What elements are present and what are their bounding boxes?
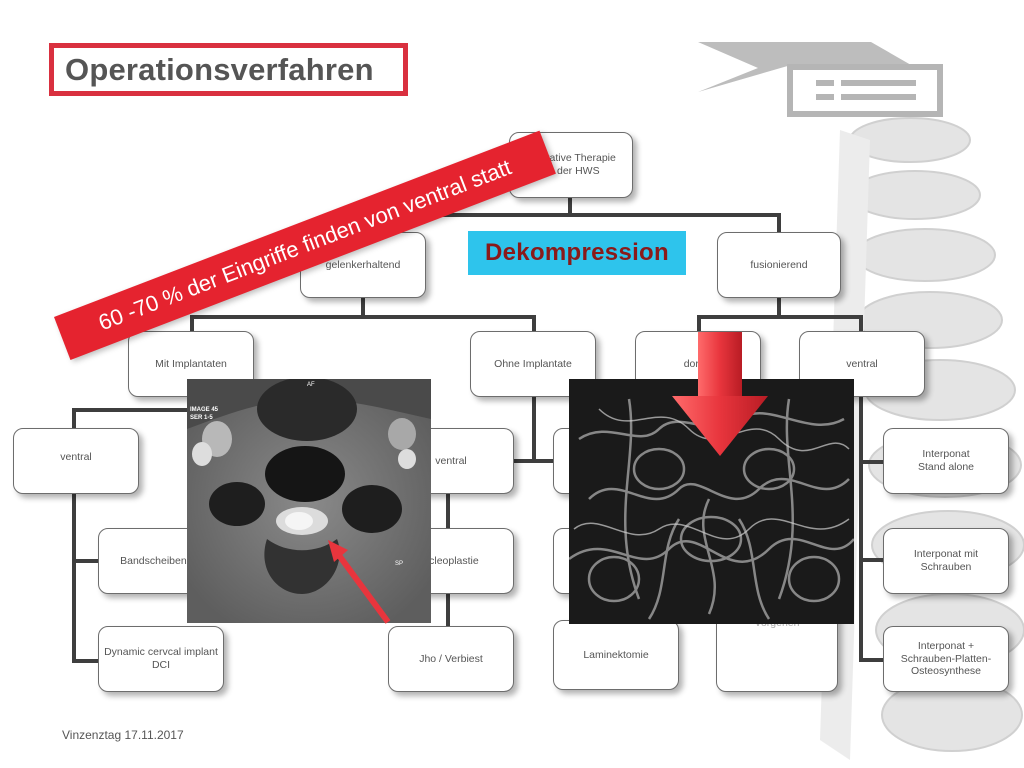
node-label: Interponat Stand alone (917, 448, 975, 473)
node-label: Mit Implantaten (155, 357, 227, 370)
logo-graphic (698, 42, 943, 117)
node-jho-verbiest: Jho / Verbiest (388, 626, 514, 692)
node-label: Bandscheibenpro (120, 554, 202, 567)
mri-label-top: AF (307, 382, 315, 388)
node-interponat-platten: Interponat + Schrauben-Platten- Osteosyn… (883, 626, 1009, 692)
dekompression-label: Dekompression (468, 231, 686, 275)
arrow-down-icon (672, 332, 768, 456)
node-label: ventral (60, 451, 92, 463)
title-box: Operationsverfahren (49, 43, 408, 96)
node-laminektomie: Laminektomie (553, 620, 679, 690)
node-ventral-left: ventral (13, 428, 139, 494)
node-label: Laminektomie (583, 648, 649, 661)
node-interponat-standalone: Interponat Stand alone (883, 428, 1009, 494)
node-label: Ohne Implantate (494, 357, 572, 370)
node-label: fusionierend (750, 258, 808, 271)
node-label: Jho / Verbiest (419, 652, 483, 665)
node-label: Dynamic cervcal implant DCI (104, 646, 218, 671)
arrow-left-mri (328, 540, 391, 624)
page-title: Operationsverfahren (65, 51, 374, 87)
mri-label-side: SP (395, 561, 404, 567)
footer-date: Vinzenztag 17.11.2017 (62, 728, 184, 742)
node-label: Interponat mit Schrauben (913, 548, 979, 573)
node-dynamic-cervical-implant: Dynamic cervcal implant DCI (98, 626, 224, 692)
mri-label-series: SER 1-5 (190, 415, 213, 421)
node-label: gelenkerhaltend (325, 258, 401, 271)
mri-image-axial-left: AF IMAGE 45 SER 1-5 SP (187, 379, 431, 623)
node-label: Interponat + Schrauben-Platten- Osteosyn… (900, 640, 992, 678)
node-label: ventral (435, 454, 467, 467)
node-label: ucleoplastie (423, 554, 479, 567)
node-label: ventral (846, 357, 878, 370)
node-interponat-schrauben: Interponat mit Schrauben (883, 528, 1009, 594)
node-fusionierend: fusionierend (717, 232, 841, 298)
mri-label-image: IMAGE 45 (190, 407, 219, 413)
